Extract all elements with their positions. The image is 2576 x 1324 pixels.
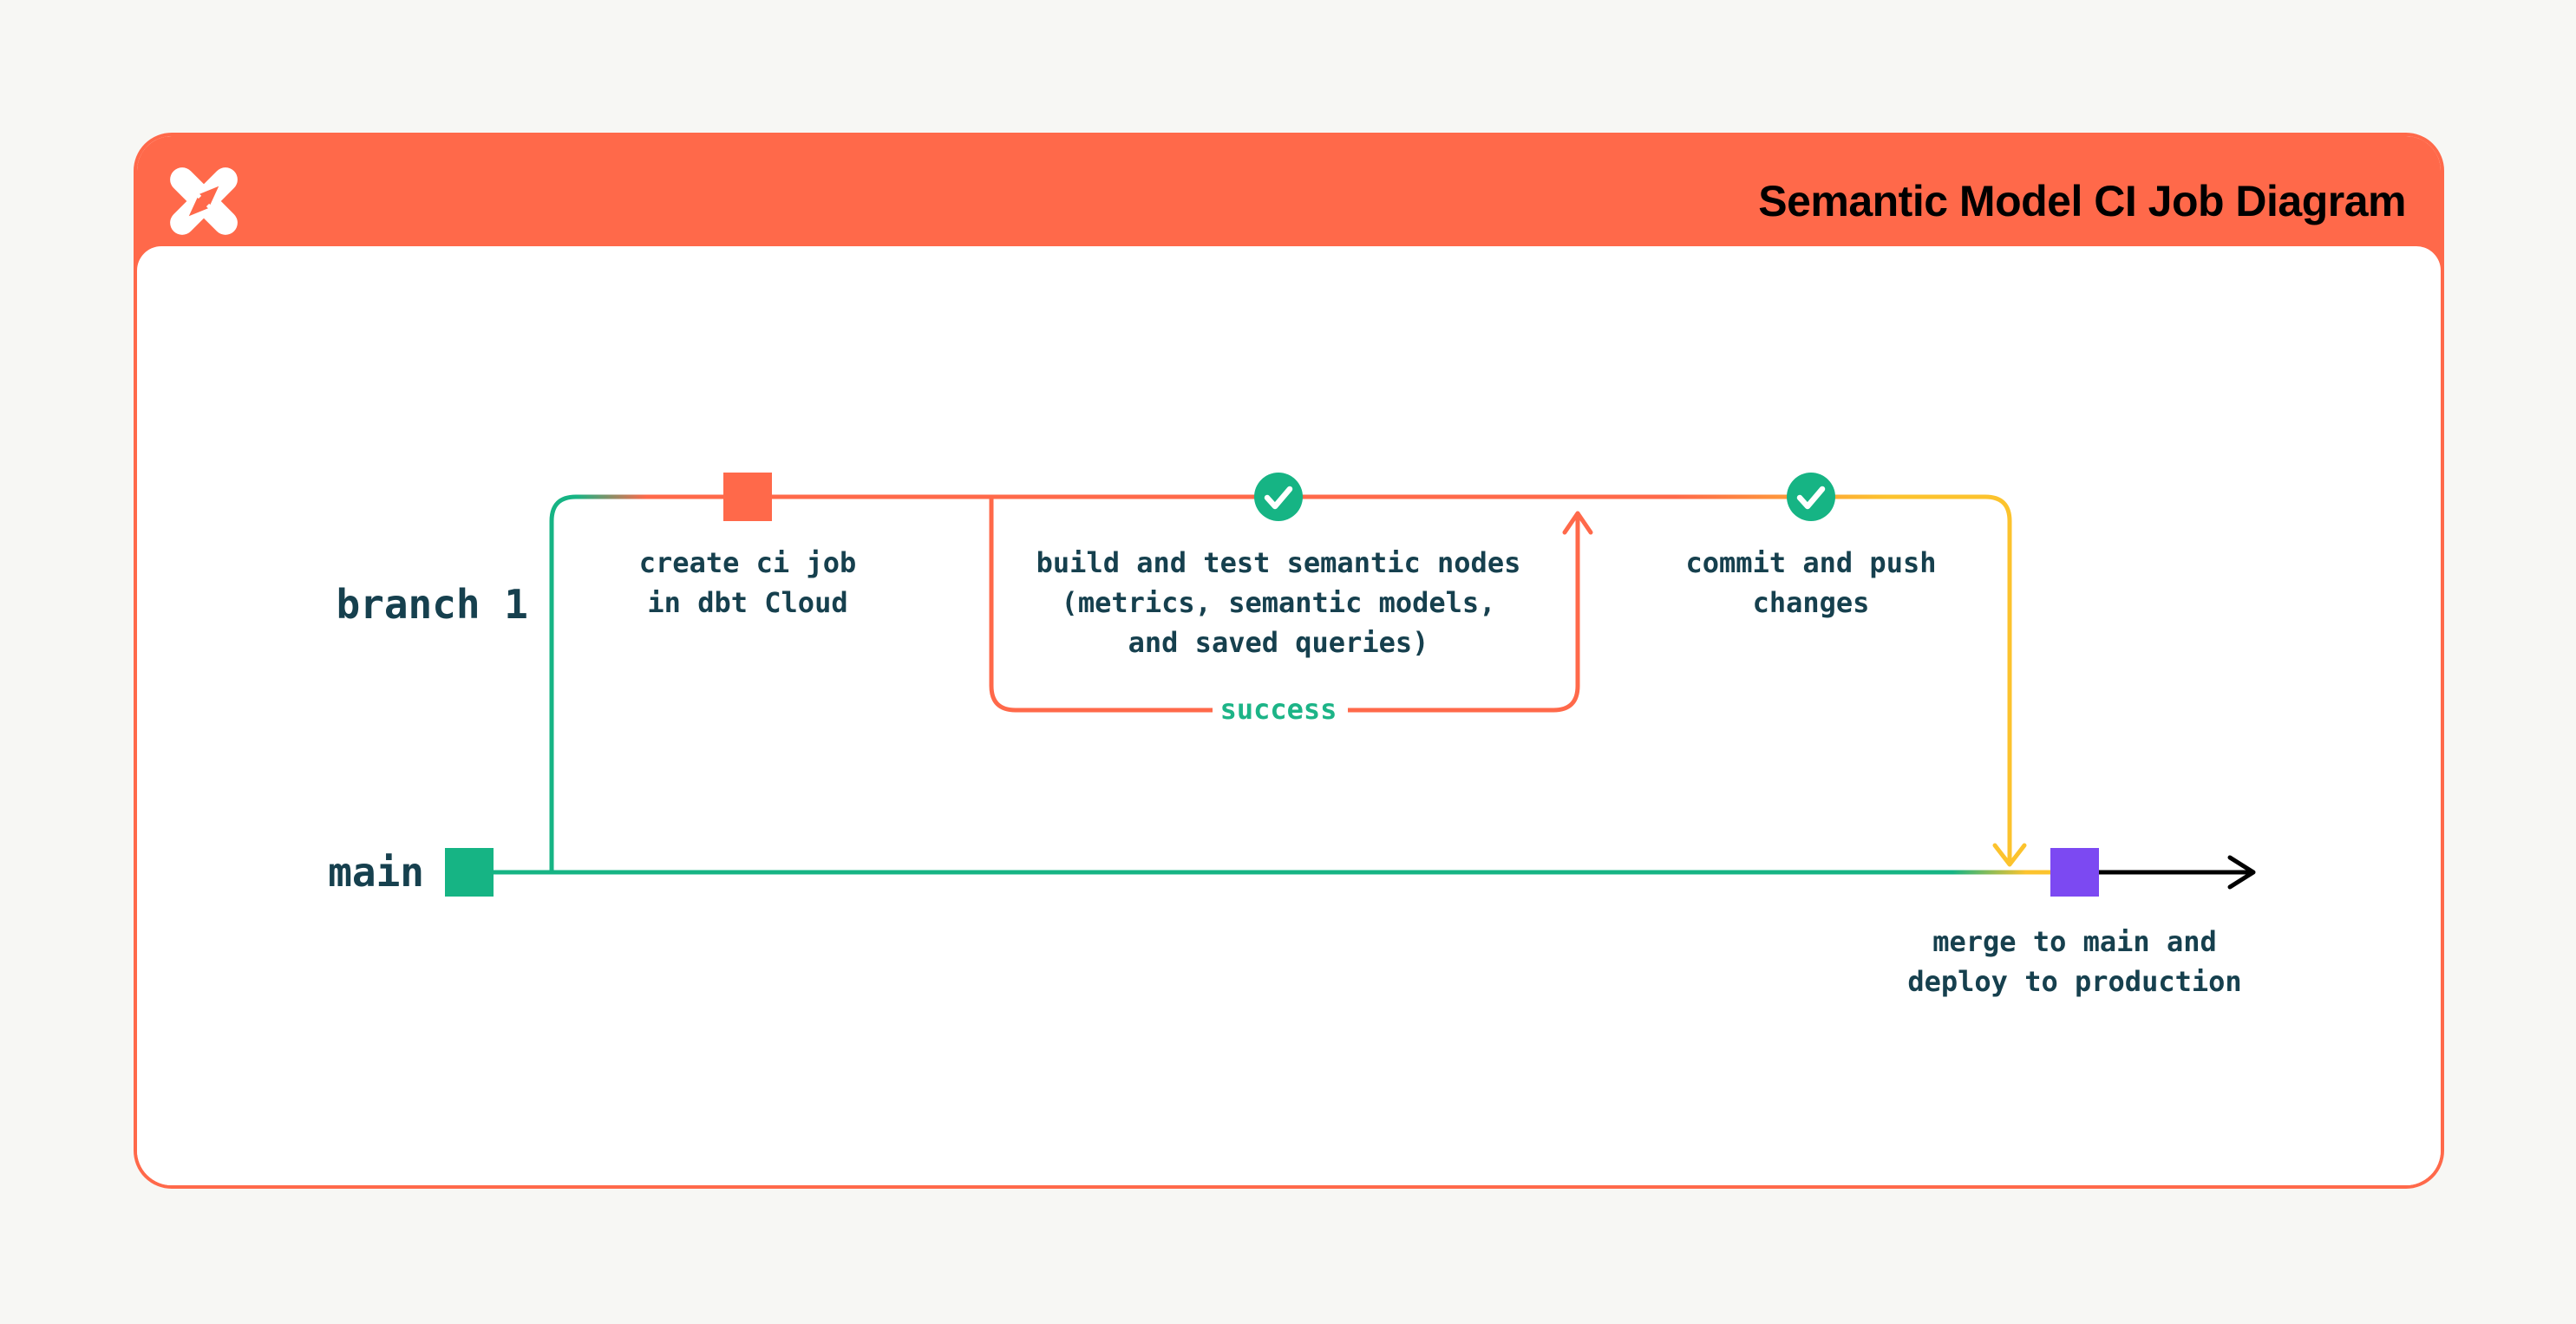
create-ci-job-commit-square xyxy=(723,473,772,521)
page-title: Semantic Model CI Job Diagram xyxy=(1758,177,2406,225)
build-test-check-icon xyxy=(1254,473,1303,521)
success-loop-left xyxy=(989,497,1213,713)
create-ci-job-label-line1: create ci job xyxy=(639,546,856,579)
commit-push-label-line2: changes xyxy=(1753,586,1870,619)
success-loop-arrowhead-icon xyxy=(1562,511,1593,535)
merge-commit-square xyxy=(2050,848,2099,897)
ci-flow-diagram: branch 1 main create ci job in dbt Cloud… xyxy=(328,473,2256,998)
dbt-logo-icon xyxy=(170,167,238,235)
merge-down-arrowhead-icon xyxy=(1992,843,2027,867)
production-arrowhead-icon xyxy=(2227,855,2256,890)
branch-lane-label: branch 1 xyxy=(336,581,528,628)
commit-push-check-icon xyxy=(1787,473,1835,521)
card-body xyxy=(137,246,2441,1185)
merge-label-line1: merge to main and xyxy=(1932,925,2217,958)
build-test-label-line3: and saved queries) xyxy=(1128,626,1429,659)
build-test-label-line1: build and test semantic nodes xyxy=(1036,546,1521,579)
build-test-label-line2: (metrics, semantic models, xyxy=(1062,586,1496,619)
main-lane-label: main xyxy=(328,849,424,896)
merge-down-line xyxy=(1984,494,2012,861)
commit-push-label-line1: commit and push xyxy=(1686,546,1937,579)
create-ci-job-label-line2: in dbt Cloud xyxy=(647,586,847,619)
success-loop-right xyxy=(1348,516,1580,713)
merge-label-line2: deploy to production xyxy=(1907,965,2241,998)
main-start-commit-square xyxy=(445,848,494,897)
success-label: success xyxy=(1220,693,1337,726)
diagram-card: Semantic Model CI Job Diagram xyxy=(134,133,2444,1189)
branch-split-line xyxy=(549,494,577,872)
